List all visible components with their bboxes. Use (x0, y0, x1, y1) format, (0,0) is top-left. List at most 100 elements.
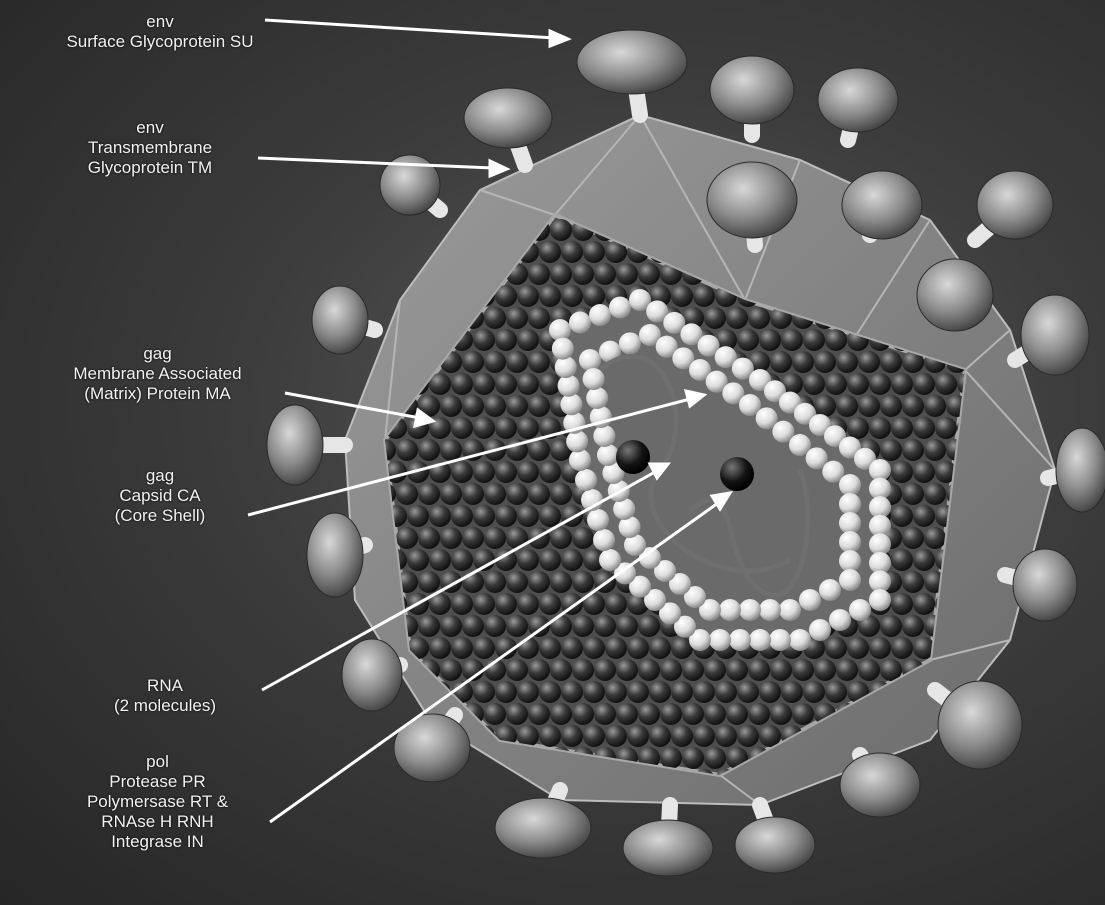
matrix-protein-sphere (627, 637, 649, 659)
matrix-protein-sphere (473, 417, 495, 439)
matrix-protein-sphere (869, 373, 891, 395)
matrix-protein-sphere (638, 659, 660, 681)
matrix-protein-sphere (594, 615, 616, 637)
matrix-protein-sphere (429, 505, 451, 527)
matrix-protein-sphere (407, 241, 429, 263)
glycoprotein-knob (707, 162, 797, 238)
matrix-protein-sphere (451, 549, 473, 571)
matrix-protein-sphere (495, 461, 517, 483)
matrix-protein-sphere (715, 681, 737, 703)
matrix-protein-sphere (506, 571, 528, 593)
matrix-protein-sphere (660, 659, 682, 681)
matrix-protein-sphere (517, 329, 539, 351)
capsid-protein-sphere (839, 474, 861, 496)
matrix-protein-sphere (693, 681, 715, 703)
capsid-protein-sphere (560, 393, 582, 415)
matrix-protein-sphere (550, 483, 572, 505)
matrix-protein-sphere (396, 527, 418, 549)
matrix-protein-sphere (473, 769, 495, 791)
capsid-protein-sphere (849, 599, 871, 621)
matrix-protein-sphere (649, 681, 671, 703)
matrix-protein-sphere (891, 505, 913, 527)
matrix-protein-sphere (462, 483, 484, 505)
matrix-protein-sphere (616, 263, 638, 285)
matrix-protein-sphere (825, 637, 847, 659)
matrix-protein-sphere (902, 571, 924, 593)
matrix-protein-sphere (495, 505, 517, 527)
matrix-protein-sphere (704, 703, 726, 725)
matrix-protein-sphere (572, 703, 594, 725)
matrix-protein-sphere (550, 263, 572, 285)
matrix-protein-sphere (484, 703, 506, 725)
matrix-protein-sphere (847, 417, 869, 439)
matrix-protein-sphere (704, 747, 726, 769)
matrix-protein-sphere (858, 659, 880, 681)
matrix-protein-sphere (561, 637, 583, 659)
capsid-protein-sphere (839, 493, 861, 515)
matrix-protein-sphere (847, 637, 869, 659)
label-gene: gag (90, 466, 230, 486)
capsid-protein-sphere (809, 619, 831, 641)
arrow-tm (258, 158, 493, 168)
glycoprotein-knob (842, 171, 922, 239)
matrix-protein-sphere (418, 527, 440, 549)
matrix-protein-sphere (550, 659, 572, 681)
glycoprotein-knob (312, 286, 368, 354)
matrix-protein-sphere (473, 637, 495, 659)
matrix-protein-sphere (539, 461, 561, 483)
matrix-protein-sphere (935, 769, 957, 791)
matrix-protein-sphere (572, 527, 594, 549)
matrix-protein-sphere (561, 241, 583, 263)
matrix-protein-sphere (869, 417, 891, 439)
matrix-protein-sphere (616, 703, 638, 725)
matrix-protein-sphere (451, 593, 473, 615)
matrix-protein-sphere (902, 483, 924, 505)
matrix-protein-sphere (946, 219, 968, 241)
label-transmembrane-glycoprotein: env Transmembrane Glycoprotein TM (40, 118, 260, 178)
matrix-protein-sphere (759, 329, 781, 351)
matrix-protein-sphere (561, 549, 583, 571)
matrix-protein-sphere (660, 747, 682, 769)
label-gene: env (40, 118, 260, 138)
matrix-protein-sphere (550, 571, 572, 593)
matrix-protein-sphere (913, 373, 935, 395)
capsid-protein-sphere (839, 550, 861, 572)
matrix-protein-sphere (726, 703, 748, 725)
matrix-protein-sphere (517, 285, 539, 307)
matrix-protein-sphere (407, 505, 429, 527)
matrix-protein-sphere (440, 615, 462, 637)
matrix-protein-sphere (473, 593, 495, 615)
matrix-protein-sphere (891, 549, 913, 571)
capsid-protein-sphere (569, 449, 591, 471)
matrix-protein-sphere (781, 329, 803, 351)
matrix-protein-sphere (528, 395, 550, 417)
capsid-protein-sphere (759, 599, 781, 621)
matrix-protein-sphere (473, 681, 495, 703)
capsid-protein-sphere (593, 425, 615, 447)
matrix-protein-sphere (671, 725, 693, 747)
matrix-protein-sphere (825, 373, 847, 395)
matrix-protein-sphere (528, 307, 550, 329)
label-line: RNAse H RNH (50, 812, 265, 832)
matrix-protein-sphere (726, 659, 748, 681)
capsid-protein-sphere (549, 319, 571, 341)
matrix-protein-sphere (484, 483, 506, 505)
matrix-protein-sphere (649, 725, 671, 747)
matrix-protein-sphere (891, 461, 913, 483)
matrix-protein-sphere (924, 747, 946, 769)
matrix-protein-sphere (396, 483, 418, 505)
capsid-protein-sphere (575, 469, 597, 491)
matrix-protein-sphere (484, 307, 506, 329)
label-capsid: gag Capsid CA (Core Shell) (90, 466, 230, 526)
matrix-protein-sphere (704, 659, 726, 681)
matrix-protein-sphere (616, 615, 638, 637)
glycoprotein-knob (1013, 549, 1077, 621)
matrix-protein-sphere (803, 681, 825, 703)
matrix-protein-sphere (506, 395, 528, 417)
matrix-protein-sphere (396, 439, 418, 461)
matrix-protein-sphere (649, 637, 671, 659)
matrix-protein-sphere (770, 351, 792, 373)
matrix-protein-sphere (528, 263, 550, 285)
glycoprotein-knob (1021, 295, 1089, 375)
